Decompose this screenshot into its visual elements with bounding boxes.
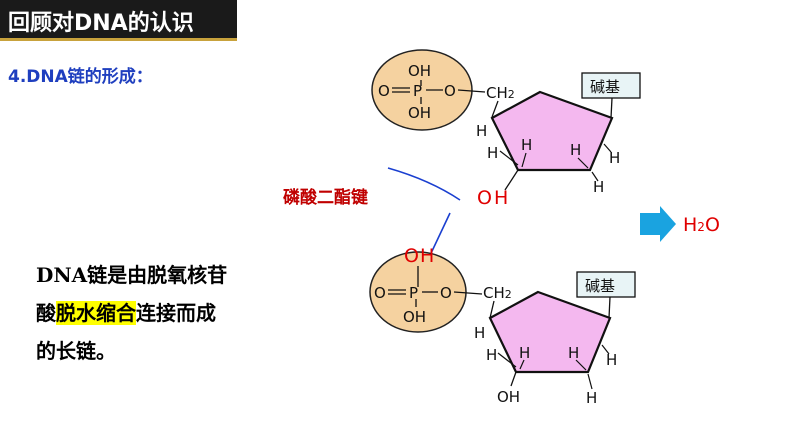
top-base-label: 碱基 xyxy=(590,78,620,96)
top-bond-h-right-mid xyxy=(577,157,589,169)
bottom-base-label: 碱基 xyxy=(585,277,615,295)
bottom-h-left-top: H xyxy=(474,324,485,342)
top-bond-h-bottom xyxy=(591,171,599,182)
top-bond-h-right xyxy=(603,143,612,153)
description-line-2: 酸脱水缩合连接而成 xyxy=(36,294,286,332)
top-phosphate-ellipse xyxy=(371,49,473,131)
top-h-mid: H xyxy=(521,136,532,154)
top-bond-ring-base xyxy=(610,97,613,119)
top-sugar-ring xyxy=(490,90,614,172)
bottom-h-mid: H xyxy=(519,344,530,362)
page-title: 回顾对DNA的认识 xyxy=(8,11,194,36)
bottom-phosphate-p: P xyxy=(409,284,418,302)
bottom-bond-h-bottom xyxy=(587,373,593,390)
top-phosphate-oh-bottom: OH xyxy=(408,104,431,122)
bottom-phosphate-oh-top: OH xyxy=(404,245,435,267)
top-phosphate-o-right: O xyxy=(444,82,456,100)
bottom-oh-3prime: OH xyxy=(497,388,520,406)
bottom-bond-o-ch2 xyxy=(453,291,483,295)
bottom-bond-ring-base xyxy=(608,296,611,319)
phosphodiester-bond-line xyxy=(387,167,461,201)
bottom-h-right-mid: H xyxy=(568,344,579,362)
top-phosphate-p: P xyxy=(413,82,422,100)
bottom-bond-ring-oh xyxy=(510,371,517,387)
top-phosphate-oh-top: OH xyxy=(408,62,431,80)
section-heading: 4.DNA链的形成： xyxy=(8,67,153,87)
top-bond-h-mid xyxy=(521,152,527,168)
bottom-phosphate-oh-bottom: OH xyxy=(403,308,426,326)
title-bar: 回顾对DNA的认识 xyxy=(0,0,237,41)
description-line-3: 的长链。 xyxy=(36,339,116,363)
h2o-product: H2O xyxy=(683,214,720,236)
top-h-bottom: H xyxy=(593,178,604,196)
bottom-bond-h-left xyxy=(497,352,517,368)
top-phosphate-o-double: O xyxy=(378,82,390,100)
bottom-phosphate-o-double: O xyxy=(374,284,386,302)
bottom-bond-h-mid xyxy=(519,359,525,370)
top-base-box xyxy=(581,72,641,99)
description-line-2-pre: 酸 xyxy=(36,301,56,325)
highlight-dehydration: 脱水缩合 xyxy=(56,301,136,325)
phosphodiester-bond-label: 磷酸二酯键 xyxy=(283,188,368,208)
top-h-right-mid: H xyxy=(570,141,581,159)
bottom-sugar-ring xyxy=(488,290,612,374)
description-text: DNA链是由脱氧核苷 酸脱水缩合连接而成 的长链。 xyxy=(36,256,286,370)
description-line-2-post: 连接而成 xyxy=(136,301,216,325)
bottom-nucleotide: OH O P O OH CH2 碱基 H H H H H H OH xyxy=(369,245,636,407)
bottom-h-bottom: H xyxy=(586,389,597,407)
top-bond-ring-oh xyxy=(504,169,519,191)
top-bond-ch2-ring xyxy=(491,100,499,118)
bottom-bond-h-right xyxy=(601,344,610,355)
bottom-bond-h-right-mid xyxy=(575,359,587,371)
bottom-phosphate-o-right: O xyxy=(440,284,452,302)
bottom-h-right: H xyxy=(606,351,617,369)
bottom-h-left-low: H xyxy=(486,346,497,364)
h2o-arrow xyxy=(640,206,676,242)
bottom-bond-ch2-ring xyxy=(489,300,495,319)
bottom-base-box xyxy=(576,271,636,298)
top-h-left-top: H xyxy=(476,122,487,140)
description-line-1: DNA链是由脱氧核苷 xyxy=(36,263,228,287)
top-ch2: CH2 xyxy=(486,84,515,102)
top-nucleotide: OH O P O OH CH2 碱基 H H H H H H OH xyxy=(371,49,641,209)
top-oh-3prime: OH xyxy=(477,187,510,209)
top-bond-o-ch2 xyxy=(457,89,486,93)
top-bond-h-left xyxy=(499,150,519,166)
top-h-left-low: H xyxy=(487,144,498,162)
top-h-right: H xyxy=(609,149,620,167)
bottom-ch2: CH2 xyxy=(483,284,512,302)
bottom-phosphate-ellipse xyxy=(369,251,467,333)
